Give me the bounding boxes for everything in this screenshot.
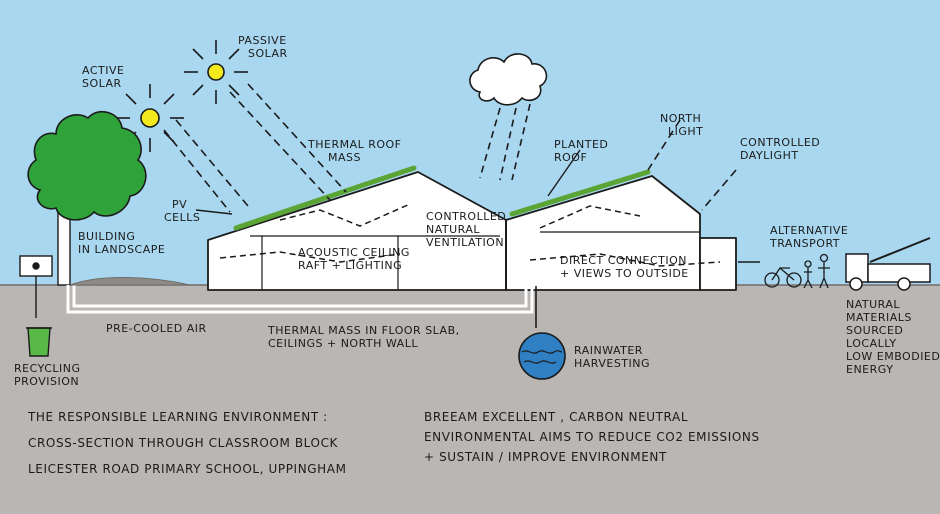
label-natural-materials: NATURAL MATERIALS SOURCED LOCALLY LOW EM… [846, 298, 940, 376]
ground-mound [69, 277, 191, 286]
recycling-sign-icon [19, 255, 53, 318]
label-direct-connection: DIRECT CONNECTION + VIEWS TO OUTSIDE [560, 254, 689, 280]
cloud-icon [469, 53, 548, 106]
people-icon [803, 253, 830, 289]
label-pv-cells: PV CELLS [164, 198, 201, 224]
school-building [207, 171, 737, 291]
solar-arrows [163, 83, 737, 213]
label-rainwater-harvesting: RAINWATER HARVESTING [574, 344, 651, 370]
ground [0, 285, 940, 514]
label-building-in-landscape: BUILDING IN LANDSCAPE [78, 230, 166, 256]
label-controlled-ventilation: CONTROLLED NATURAL VENTILATION [426, 210, 507, 249]
label-active-solar: ACTIVE SOLAR [82, 64, 125, 90]
caption-location: LEICESTER ROAD PRIMARY SCHOOL, UPPINGHAM [28, 462, 347, 476]
label-alternative-transport: ALTERNATIVE TRANSPORT [770, 224, 849, 250]
caption-aims-line-3: + SUSTAIN / IMPROVE ENVIRONMENT [424, 450, 667, 464]
airflow-arrows [219, 203, 721, 267]
recycling-bin-icon [26, 327, 52, 357]
rain-arrows [479, 103, 531, 181]
rainwater-tank-icon [518, 286, 566, 380]
label-thermal-roof-mass: THERMAL ROOF MASS [308, 138, 402, 164]
pointer-lines [195, 149, 760, 263]
label-planted-roof: PLANTED ROOF [554, 138, 609, 164]
label-north-light: NORTH LIGHT [660, 112, 704, 138]
planted-roof-left [233, 165, 417, 231]
tree-icon [27, 110, 147, 286]
caption-aims-line-1: BREEAM EXCELLENT , CARBON NEUTRAL [424, 410, 689, 424]
planted-roof-right [509, 169, 651, 217]
caption-subtitle: CROSS-SECTION THROUGH CLASSROOM BLOCK [28, 436, 339, 450]
passive-solar-sun-icon [184, 40, 248, 104]
label-pre-cooled-air: PRE-COOLED AIR [106, 322, 207, 335]
pre-cooled-air-duct [66, 285, 534, 314]
delivery-truck-icon [845, 237, 931, 291]
bicycle-icon [764, 267, 802, 288]
caption-title: THE RESPONSIBLE LEARNING ENVIRONMENT : [28, 410, 328, 424]
active-solar-sun-icon [116, 84, 184, 152]
label-thermal-mass-floor: THERMAL MASS IN FLOOR SLAB, CEILINGS + N… [268, 324, 460, 350]
label-acoustic-ceiling: ACOUSTIC CEILING RAFT + LIGHTING [298, 246, 410, 272]
label-controlled-daylight: CONTROLLED DAYLIGHT [740, 136, 821, 162]
label-recycling-provision: RECYCLING PROVISION [14, 362, 81, 388]
caption-aims-line-2: ENVIRONMENTAL AIMS TO REDUCE CO2 EMISSIO… [424, 430, 760, 444]
label-passive-solar: PASSIVE SOLAR [238, 34, 288, 60]
